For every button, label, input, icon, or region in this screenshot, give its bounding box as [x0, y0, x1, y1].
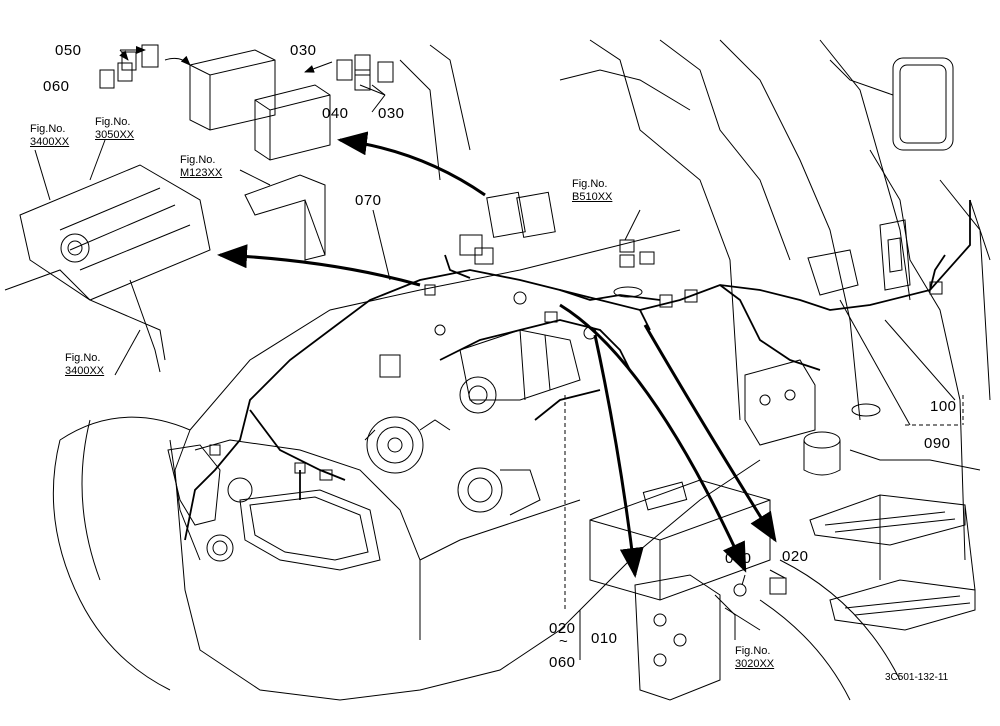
- fig-ref-m123: Fig.No. M123XX: [180, 154, 223, 179]
- relay-bracket: [244, 174, 326, 261]
- mirror-icon: [829, 57, 954, 151]
- callout-arrows: [217, 131, 777, 578]
- part-090-label: 090: [924, 435, 951, 452]
- rocker-cover: [4, 164, 211, 373]
- part-030-label-top: 030: [290, 42, 317, 59]
- range-tilde: ~: [559, 633, 569, 650]
- part-070-label: 070: [355, 192, 382, 209]
- cylinder-head: [634, 574, 736, 701]
- valve-block: [744, 359, 816, 446]
- leader-arrows: [119, 46, 391, 281]
- fig-ref-3400-top: Fig.No. 3400XX: [30, 123, 70, 148]
- fuses-050: [99, 44, 159, 89]
- fig-ref-3050: Fig.No. 3050XX: [95, 116, 135, 141]
- fig-ref-3400-bottom: Fig.No. 3400XX: [65, 352, 105, 377]
- ac-compressor: [457, 467, 541, 516]
- part-100-label: 100: [930, 398, 957, 415]
- work-lamp: [807, 249, 881, 417]
- engine-hood: [167, 229, 761, 701]
- door-handle: [879, 219, 911, 291]
- part-050-label: 050: [55, 42, 82, 59]
- filter: [803, 431, 841, 476]
- fig-ref-3020: Fig.No. 3020XX: [735, 645, 775, 670]
- fuse-box: [189, 49, 331, 161]
- part-010-label: 010: [591, 630, 618, 647]
- front-wheel: [52, 416, 191, 691]
- part-080-label: 080: [725, 550, 752, 567]
- fig-ref-b510: Fig.No. B510XX: [572, 178, 613, 203]
- part-030-label: 030: [378, 105, 405, 122]
- alternator: [364, 416, 451, 474]
- relay-cluster: [459, 191, 556, 265]
- part-020-label-right: 020: [782, 548, 809, 565]
- rear-wheel: [759, 559, 901, 701]
- relays-030: [336, 54, 394, 91]
- part-060-label: 060: [43, 78, 70, 95]
- bracket-lines: [564, 395, 964, 610]
- drawing-code: 3C501-132-11: [885, 672, 949, 683]
- part-040-label: 040: [322, 105, 349, 122]
- cab-steps: [809, 494, 976, 631]
- cab-frame: [399, 39, 991, 561]
- leader-lines: [34, 139, 956, 631]
- part-020-label: 020: [549, 620, 576, 637]
- starter-motor: [459, 329, 581, 414]
- part-060-label-bottom: 060: [549, 654, 576, 671]
- wiring-harness: [184, 200, 971, 541]
- connectors: [209, 239, 943, 597]
